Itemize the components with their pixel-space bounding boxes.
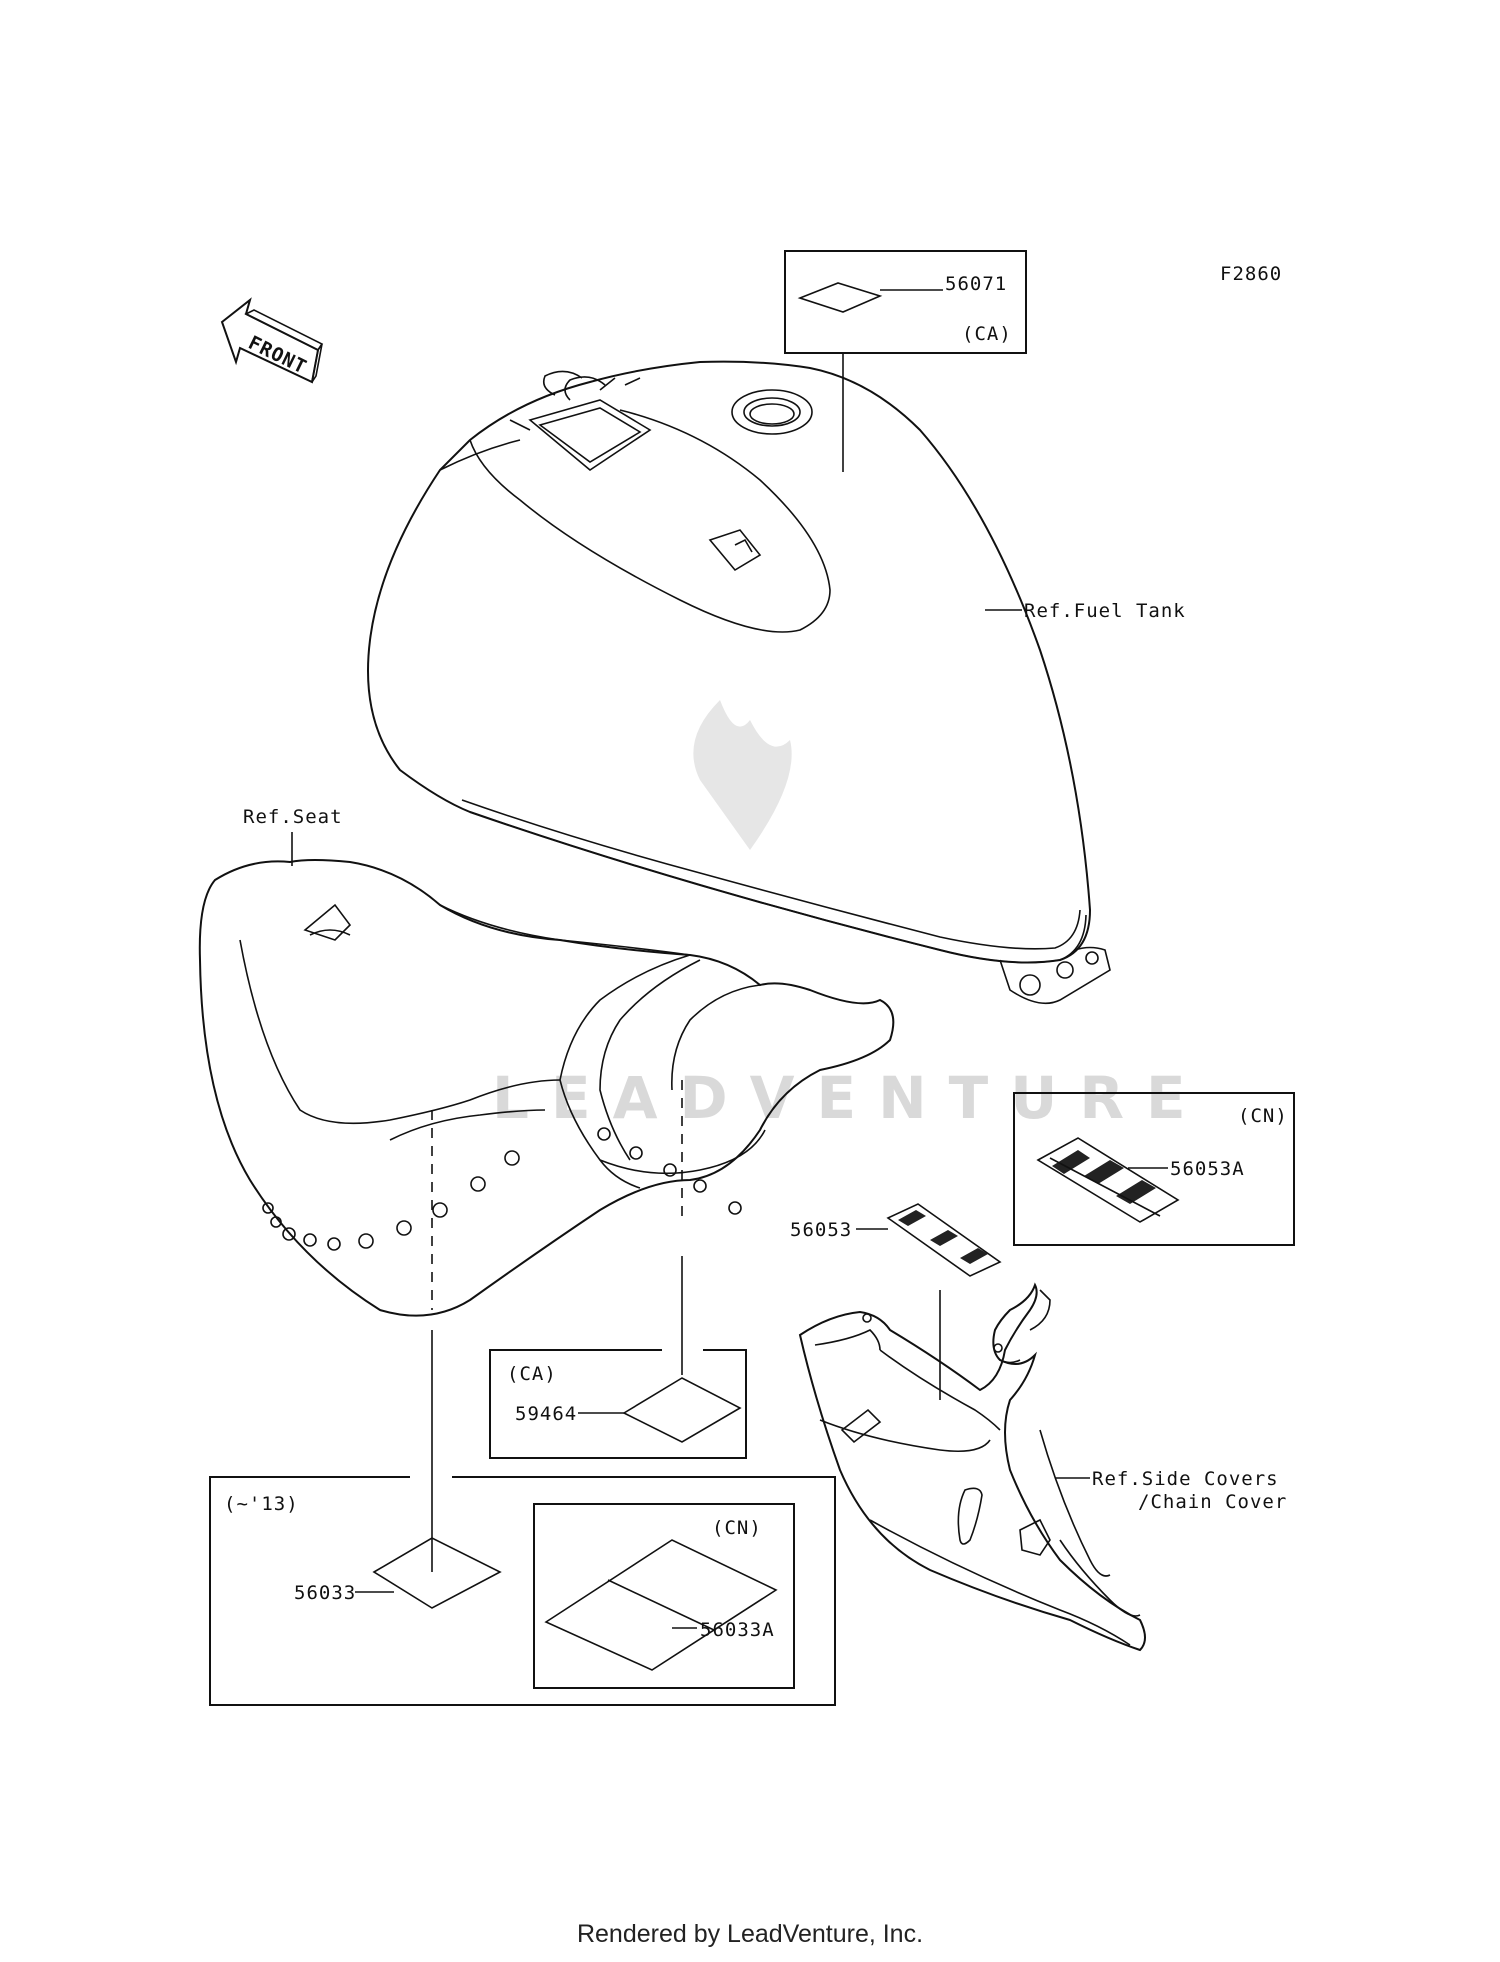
cn-inner-label: (CN) [712,1517,762,1539]
label-56053A-icon [1036,1137,1180,1223]
ref-side-covers-label: Ref.Side Covers [1092,1468,1279,1490]
watermark: LEADVENTURE [492,700,1208,1132]
side-cover-drawing [798,1282,1146,1652]
ca-top-box [784,250,1027,354]
ca-top-label: (CA) [962,323,1012,345]
cn-inner-box [533,1503,795,1689]
until13-box [209,1476,836,1706]
cn-right-label: (CN) [1238,1105,1288,1127]
ca-seat-box [489,1349,747,1459]
diagram-code: F2860 [1220,263,1282,285]
front-arrow-icon: FRONT [220,297,324,384]
until13-label: (~'13) [224,1493,299,1515]
ca-seat-label: (CA) [507,1363,557,1385]
label-59464-icon [622,1377,742,1443]
ref-fuel-tank-label: Ref.Fuel Tank [1024,600,1186,622]
ref-chain-cover-label: /Chain Cover [1138,1491,1287,1513]
part-56033: 56033 [294,1582,356,1604]
part-56071: 56071 [945,273,1007,295]
part-56053: 56053 [790,1219,852,1241]
ref-seat-label: Ref.Seat [243,806,343,828]
part-56053A: 56053A [1170,1158,1245,1180]
label-56033-icon [372,1537,502,1609]
cn-right-box [1013,1092,1295,1246]
part-59464: 59464 [515,1403,577,1425]
label-56071-icon [797,282,883,313]
part-56033A: 56033A [700,1619,775,1641]
seat-drawing [198,859,895,1317]
label-56033A-icon [544,1539,778,1671]
front-label: FRONT [245,332,311,379]
label-56053-icon [886,1203,1002,1277]
watermark-text: LEADVENTURE [492,1064,1208,1132]
fuel-tank-drawing [367,360,1111,1005]
footer-credit: Rendered by LeadVenture, Inc. [576,1920,924,1948]
